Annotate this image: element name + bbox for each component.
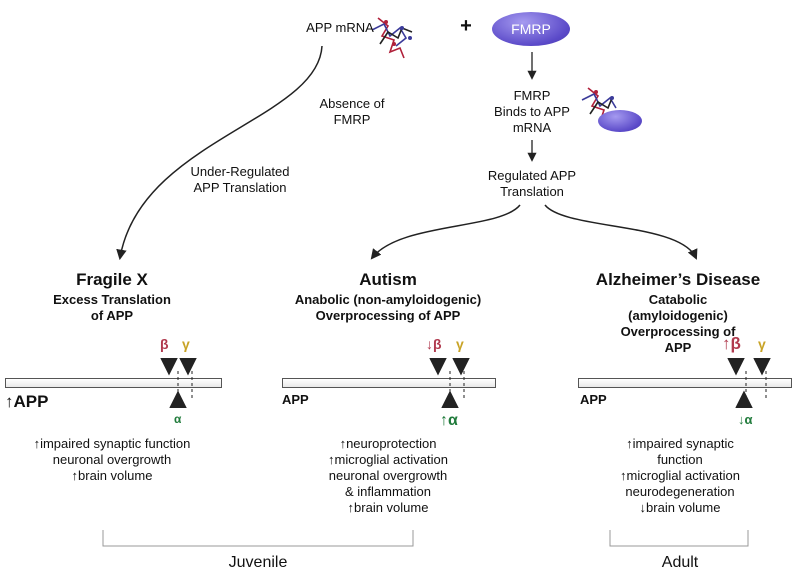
panel-title-alzheimers: Alzheimer’s Disease (595, 270, 761, 289)
app-label: APP (282, 392, 309, 407)
juvenile-bracket (102, 530, 414, 547)
effects-autism: ↑neuroprotection ↑microglial activation … (328, 436, 448, 515)
beta-secretase-label: ↑β (722, 334, 741, 353)
adult-bracket (609, 530, 749, 547)
alpha-secretase-label: ↑α (440, 412, 458, 429)
panel-subtitle-autism: Anabolic (non-amyloidogenic) Overprocess… (294, 292, 482, 323)
mrna-icon (371, 17, 413, 59)
fmrp-bound-icon (598, 110, 642, 132)
regulated-to-alzheimer-arrow (544, 204, 698, 260)
absence-fmrp-label: Absence of FMRP (319, 96, 385, 127)
app-bar (578, 378, 792, 388)
plus-sign: + (460, 15, 472, 37)
regulated-to-autism-arrow (370, 204, 521, 260)
absence-arrow (116, 45, 323, 261)
gamma-secretase-label: γ (182, 336, 190, 352)
alpha-secretase-label: ↓α (738, 412, 753, 427)
panel-subtitle-alzheimers: Catabolic (amyloidogenic) Overprocessing… (620, 292, 736, 355)
panel-title-autism: Autism (359, 270, 417, 289)
app-mrna-label: APP mRNA (306, 20, 374, 35)
fmrp-binds-label: FMRP Binds to APP mRNA (494, 88, 570, 135)
beta-secretase-label: ↓β (426, 336, 442, 352)
panel-subtitle-fragile-x: Excess Translation of APP (53, 292, 171, 323)
effects-alzheimers: ↑impaired synaptic function ↑microglial … (620, 436, 740, 515)
adult-label: Adult (661, 554, 699, 571)
under-regulated-label: Under-Regulated APP Translation (190, 164, 290, 195)
effects-fragile-x: ↑impaired synaptic function neuronal ove… (33, 436, 191, 483)
app-bar (5, 378, 222, 388)
panel-title-fragile-x: Fragile X (76, 270, 148, 289)
gamma-secretase-label: γ (456, 336, 464, 352)
gamma-secretase-label: γ (758, 336, 766, 352)
app-label: APP (580, 392, 607, 407)
juvenile-label: Juvenile (228, 554, 288, 571)
app-bar (282, 378, 496, 388)
beta-secretase-label: β (160, 336, 169, 352)
fmrp-protein: FMRP (492, 12, 570, 46)
alpha-secretase-label: α (174, 412, 182, 426)
app-label: ↑APP (5, 392, 49, 411)
regulated-translation-label: Regulated APP Translation (487, 168, 577, 199)
